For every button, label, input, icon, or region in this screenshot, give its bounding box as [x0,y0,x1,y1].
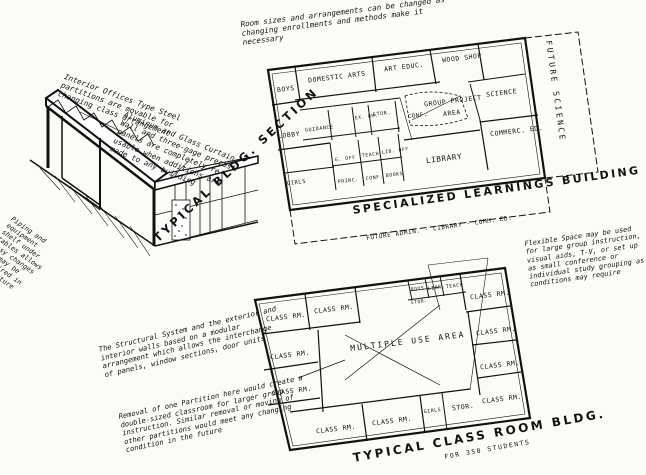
room-boys-specialized: BOYS [276,83,296,95]
building-section-perspective [29,88,259,257]
room-area: AREA [442,107,462,119]
classroom-building-plan [253,257,532,452]
specialized-building-plan [266,31,599,245]
